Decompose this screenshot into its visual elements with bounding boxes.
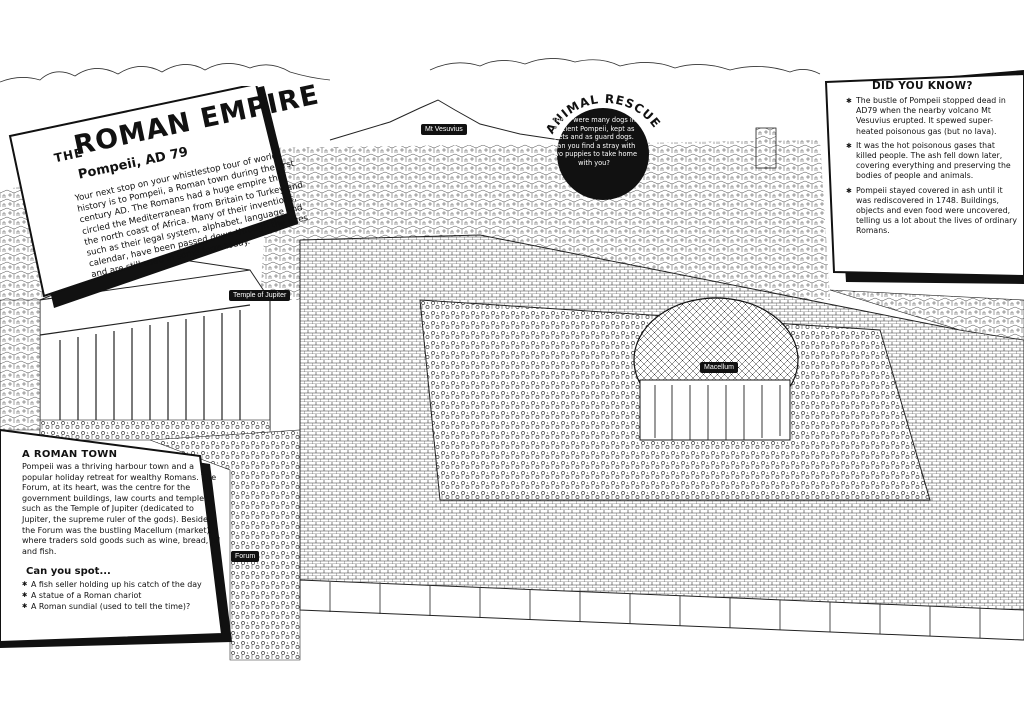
- animal-rescue-body: There were many dogs in ancient Pompeii,…: [550, 116, 638, 167]
- spot-item: A fish seller holding up his catch of th…: [22, 579, 232, 590]
- label-forum: Forum: [231, 551, 260, 562]
- can-you-spot-list: A fish seller holding up his catch of th…: [22, 579, 232, 612]
- animal-rescue-badge: ANIMAL RESCUE: [543, 92, 663, 200]
- label-temple-of-jupiter: Temple of Jupiter: [229, 290, 291, 301]
- fact-item: It was the hot poisonous gases that kill…: [846, 141, 1018, 182]
- can-you-spot-title: Can you spot...: [26, 566, 111, 577]
- intro-panel: THE ROMAN EMPIRE Pompeii, AD 79 Your nex…: [6, 79, 322, 314]
- did-you-know-list: The bustle of Pompeii stopped dead in AD…: [846, 96, 1018, 241]
- did-you-know-title: DID YOU KNOW?: [872, 80, 973, 92]
- label-macellum: Macellum: [700, 362, 738, 373]
- roman-town-body: Pompeii was a thriving harbour town and …: [22, 462, 221, 556]
- label-mt-vesuvius: Mt Vesuvius: [421, 124, 467, 135]
- spot-item: A statue of a Roman chariot: [22, 590, 232, 601]
- spot-item: A Roman sundial (used to tell the time)?: [22, 601, 232, 612]
- fact-item: Pompeii stayed covered in ash until it w…: [846, 186, 1018, 237]
- intro-panel-frame: [8, 86, 298, 308]
- fact-item: The bustle of Pompeii stopped dead in AD…: [846, 96, 1018, 137]
- roman-town-title: A ROMAN TOWN: [22, 449, 118, 460]
